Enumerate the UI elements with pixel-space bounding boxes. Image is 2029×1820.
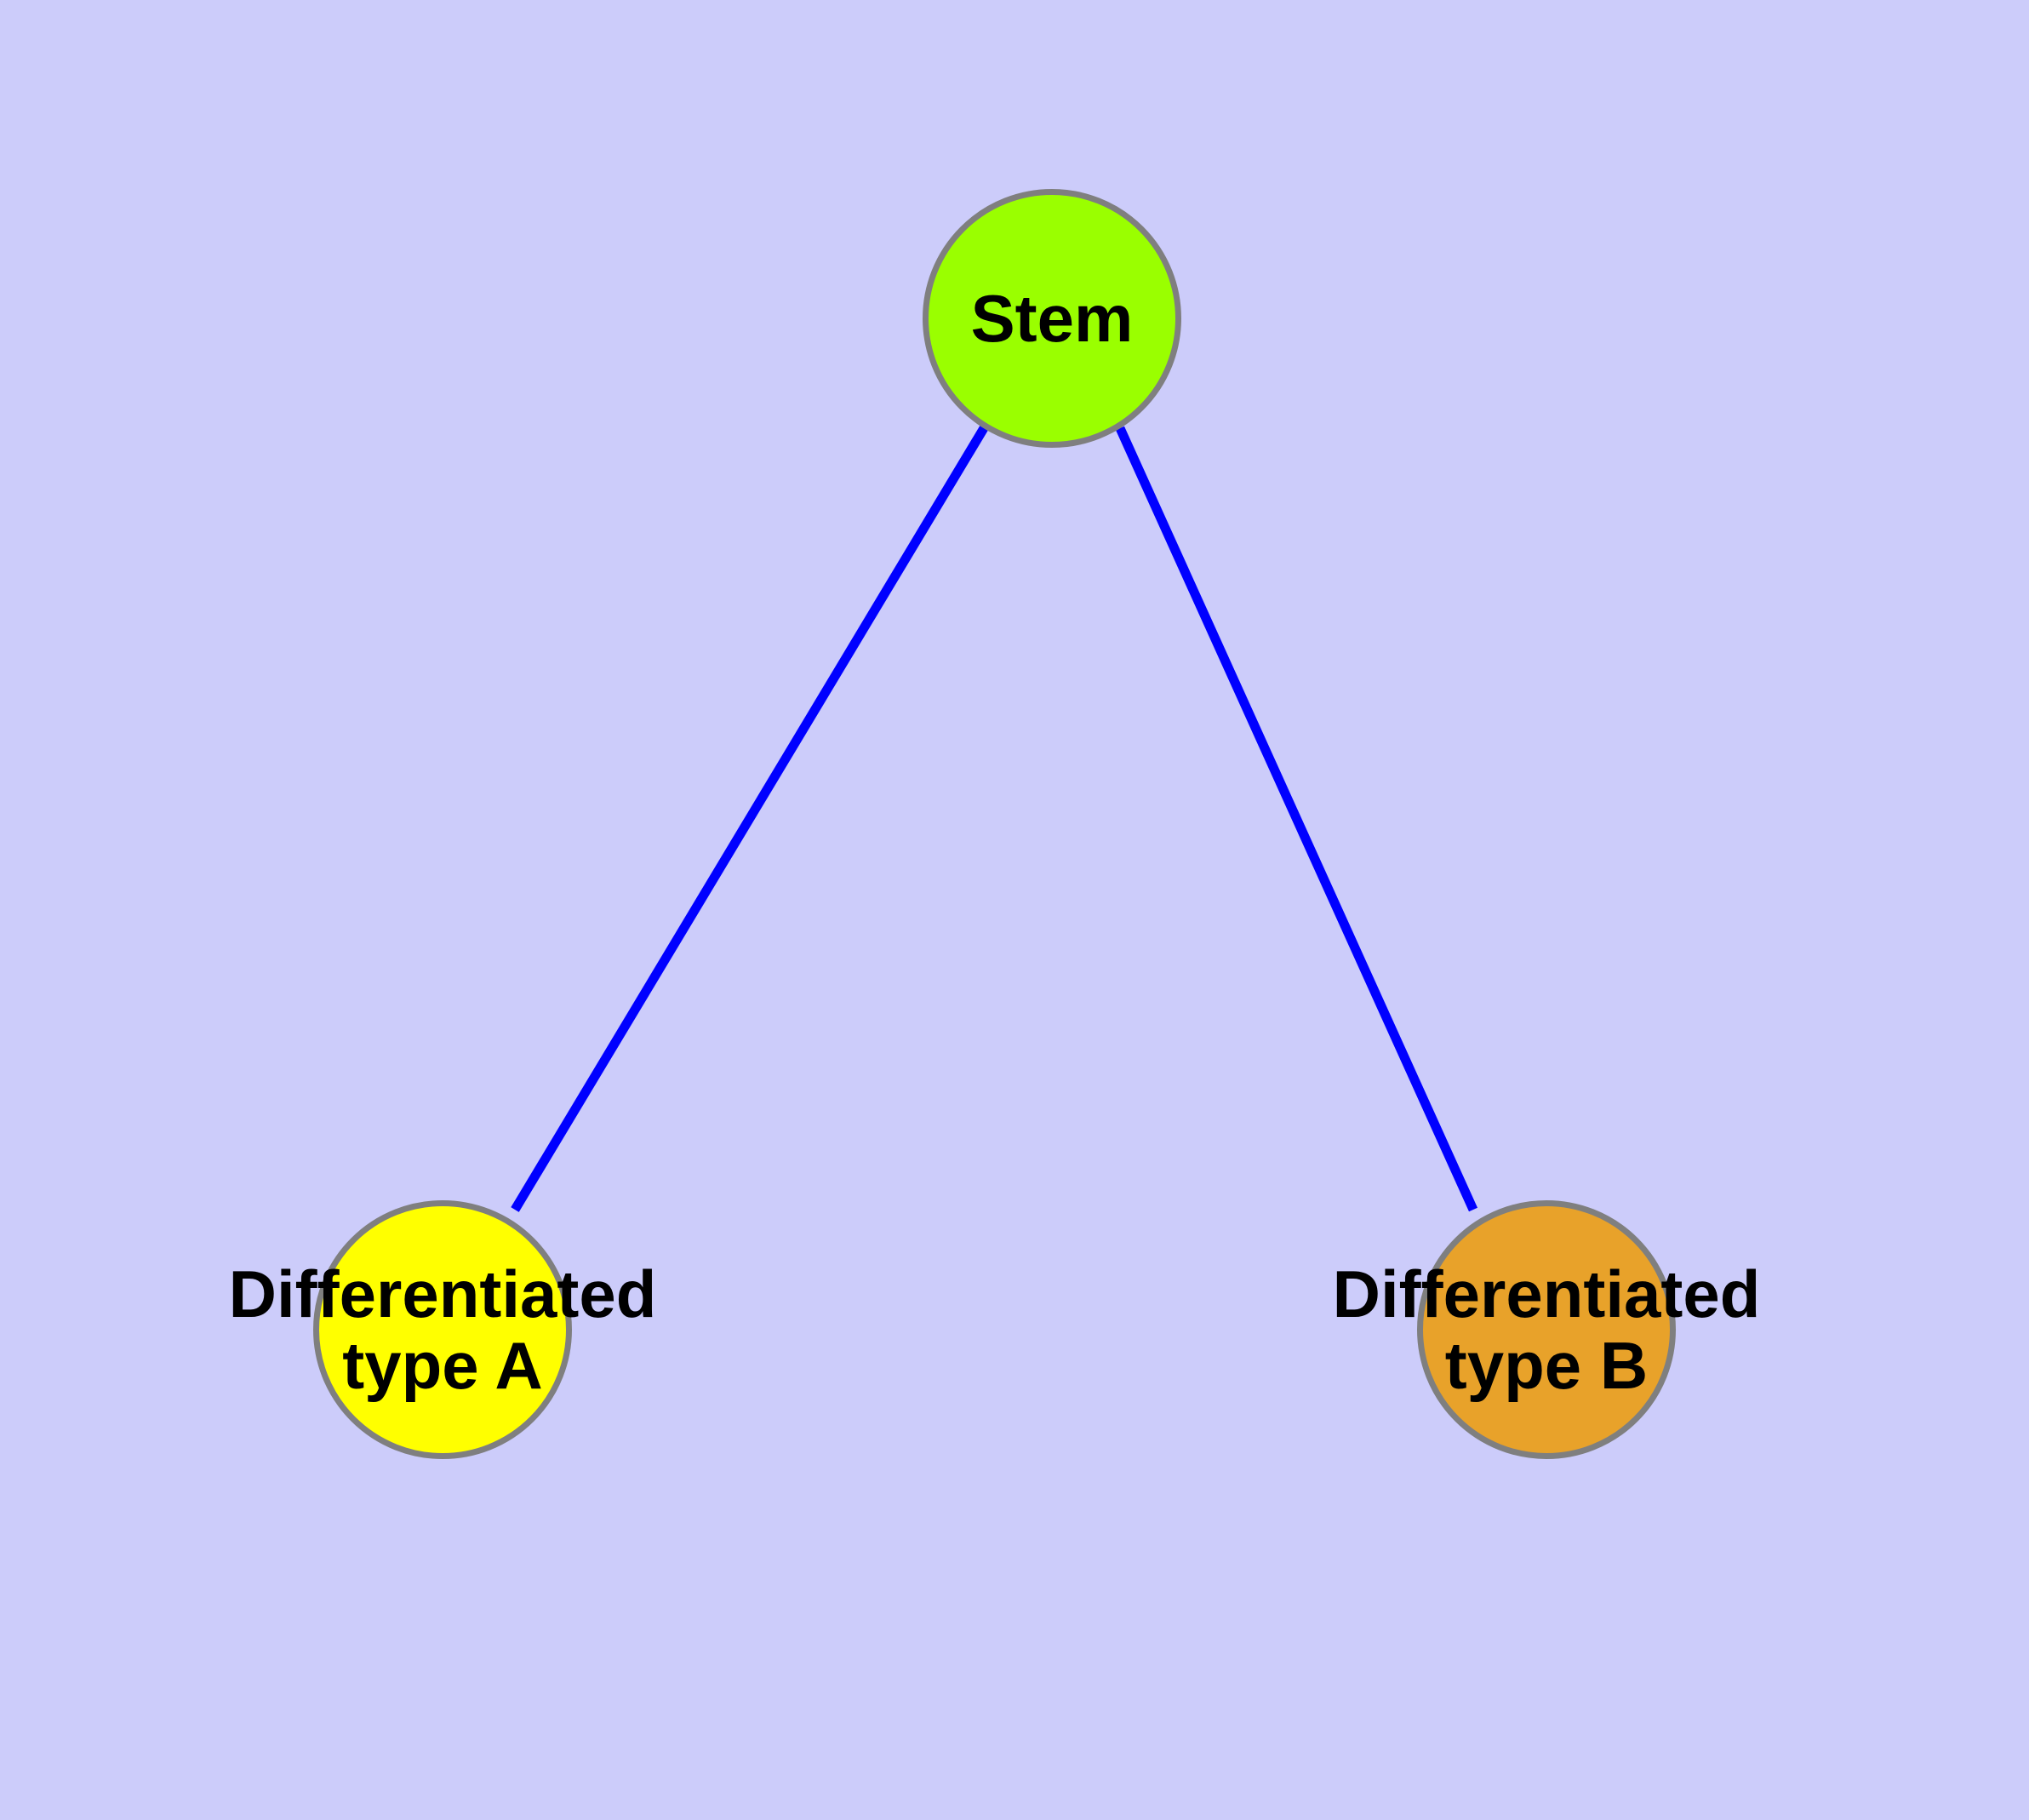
edge-layer xyxy=(511,426,1478,1212)
edge-stem-diff-b[interactable] xyxy=(1115,426,1478,1212)
node-diff-a[interactable] xyxy=(313,1200,572,1459)
node-layer xyxy=(313,189,1676,1459)
edge-stem-diff-a[interactable] xyxy=(511,426,988,1212)
node-diff-b[interactable] xyxy=(1417,1200,1676,1459)
node-stem[interactable] xyxy=(923,189,1181,448)
